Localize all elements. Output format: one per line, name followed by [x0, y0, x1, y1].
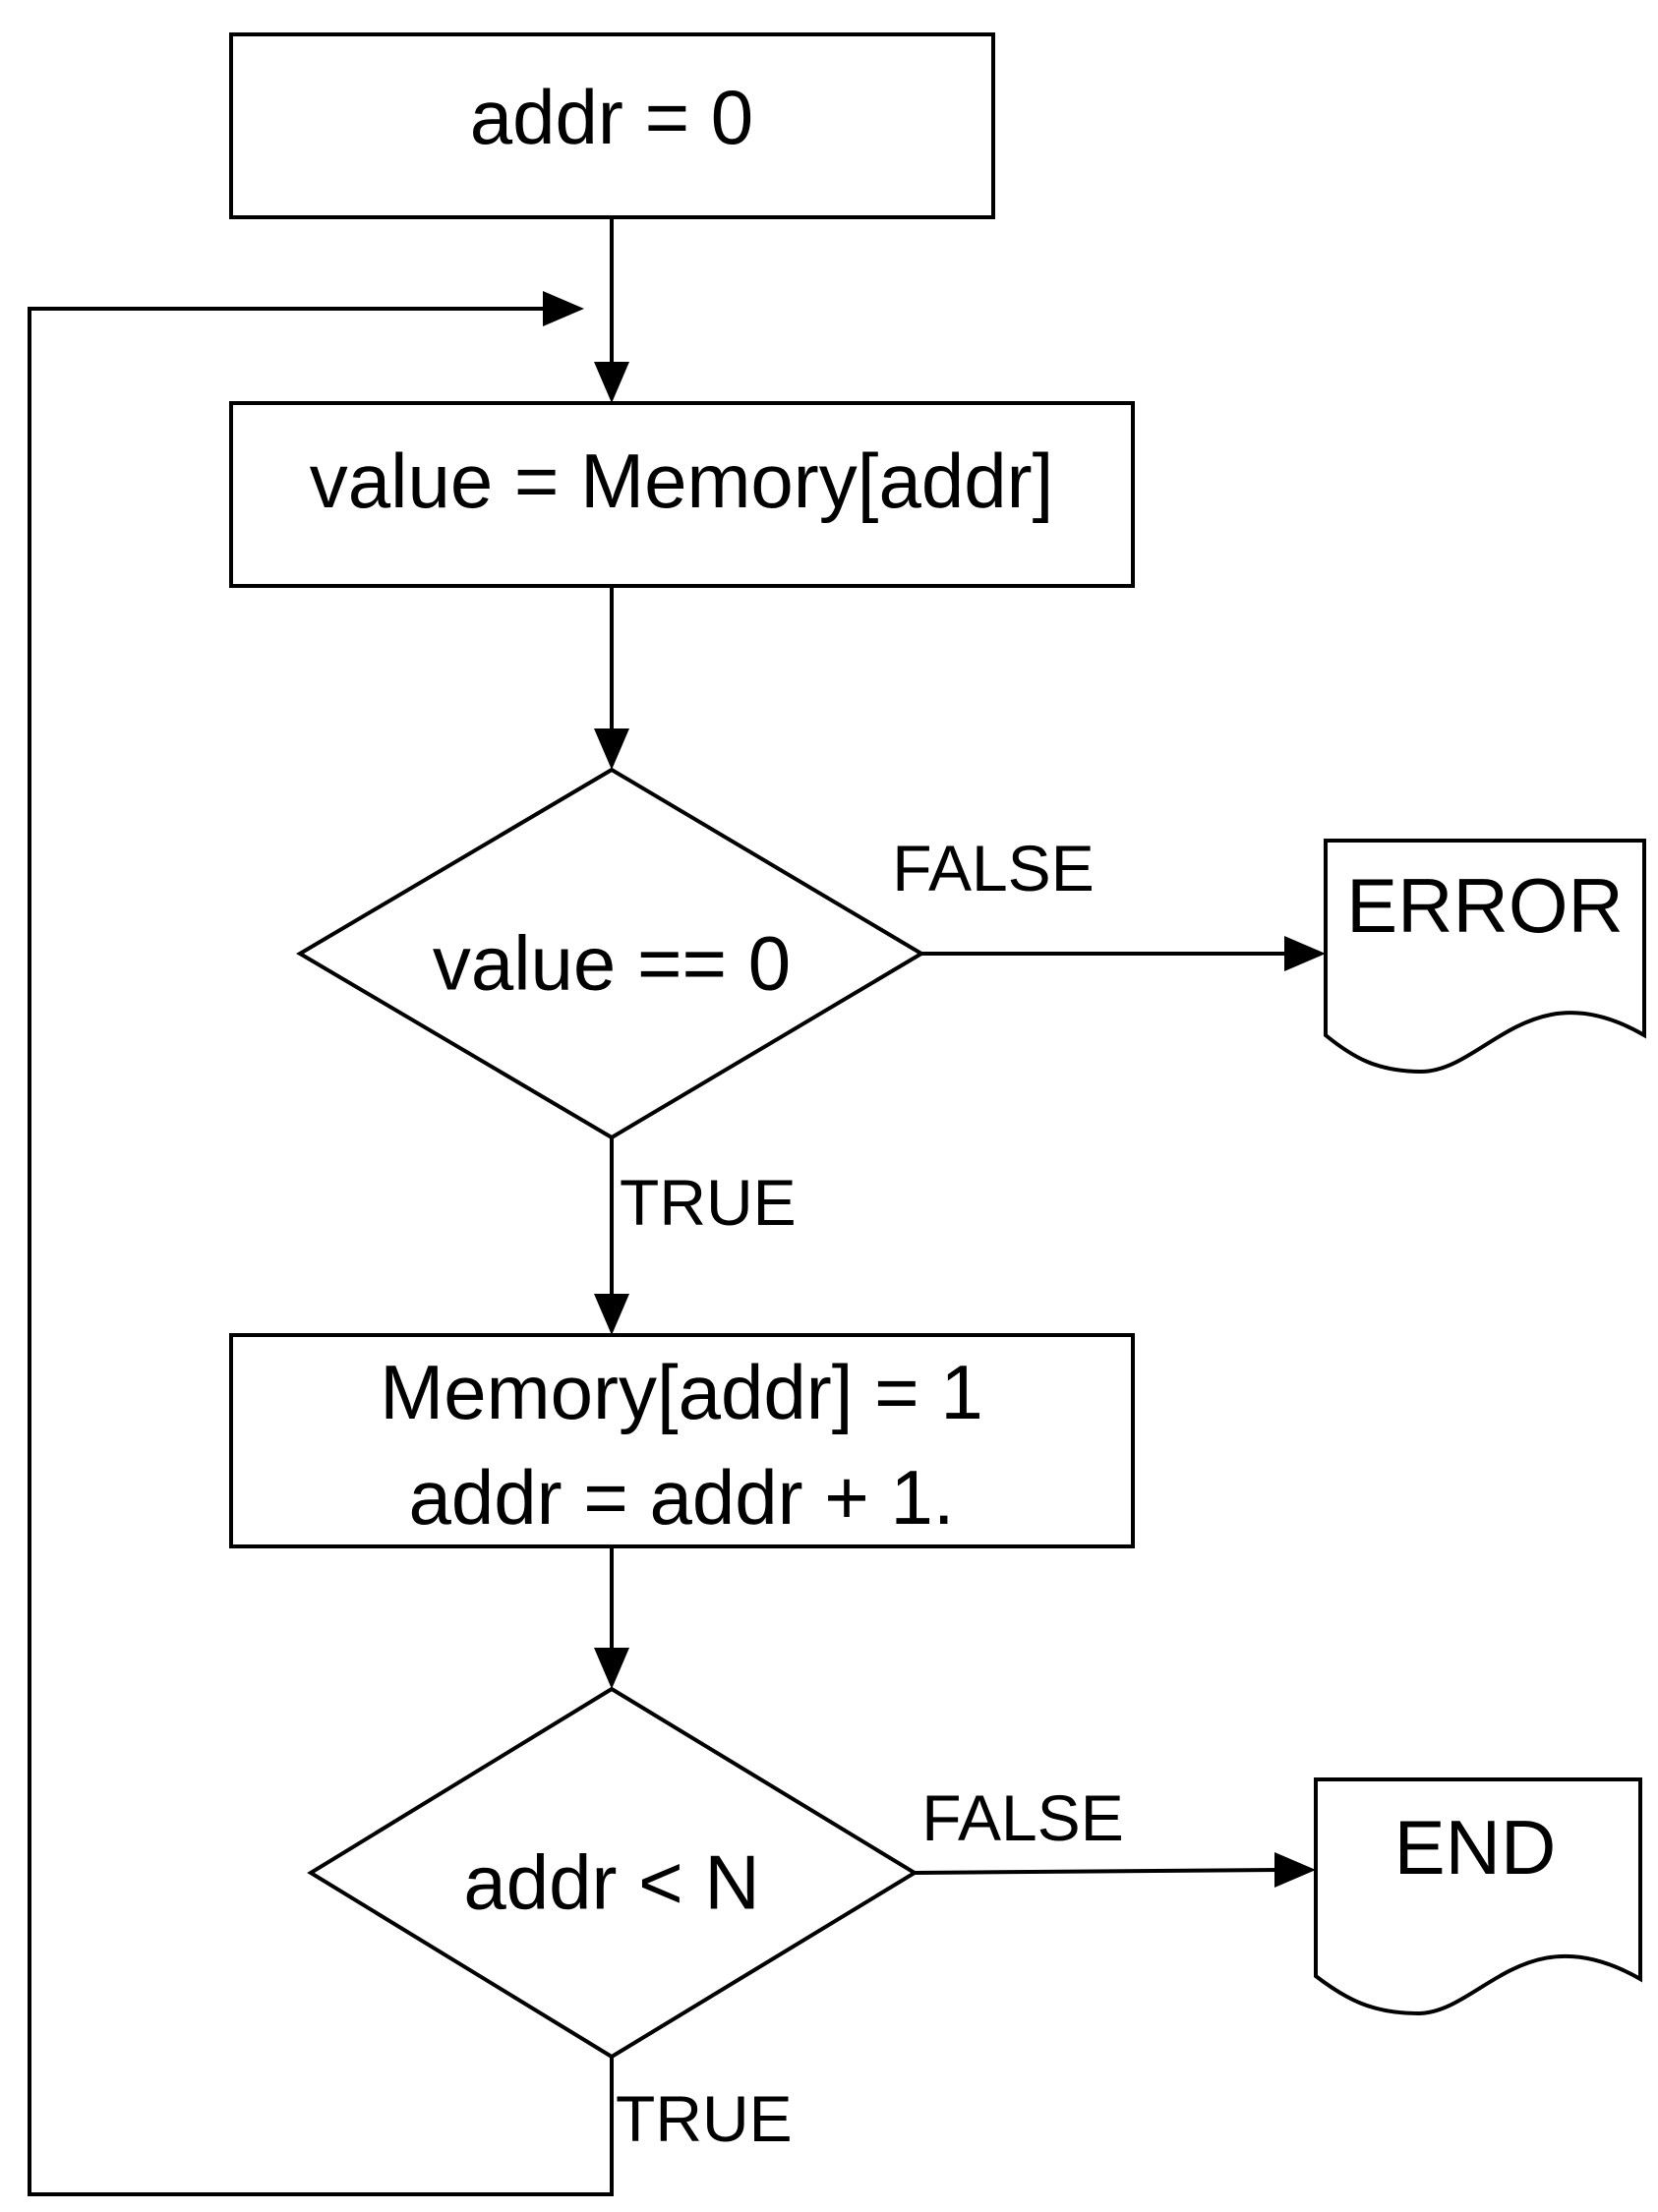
edge-read-to-check-value: [594, 586, 629, 770]
read-box: value = Memory[addr]: [229, 401, 1135, 588]
update-line2: addr = addr + 1.: [408, 1454, 954, 1541]
read-label: value = Memory[addr]: [310, 437, 1054, 524]
check-value-diamond: value == 0: [296, 767, 925, 1140]
value-false-label: FALSE: [892, 832, 1094, 904]
update-box: Memory[addr] = 1 addr = addr + 1.: [229, 1333, 1135, 1548]
addr-false-label: FALSE: [921, 1781, 1123, 1854]
addr-true-label: TRUE: [616, 2082, 793, 2155]
error-label: ERROR: [1346, 862, 1624, 949]
edge-value-true: TRUE: [594, 1137, 797, 1335]
edge-loop-back: [28, 291, 614, 2196]
init-box: addr = 0: [229, 32, 995, 219]
check-addr-label: addr < N: [463, 1839, 759, 1926]
end-label: END: [1394, 1804, 1557, 1891]
update-line1: Memory[addr] = 1: [380, 1349, 982, 1435]
edge-value-false: FALSE: [892, 832, 1326, 971]
error-document: ERROR: [1324, 839, 1646, 1075]
edge-init-to-read: [594, 217, 629, 403]
end-document: END: [1314, 1777, 1642, 2016]
init-label: addr = 0: [470, 74, 753, 160]
check-addr-diamond: addr < N: [307, 1686, 918, 2060]
edge-update-to-check-addr: [594, 1546, 629, 1689]
check-value-label: value == 0: [433, 920, 791, 1007]
value-true-label: TRUE: [620, 1166, 797, 1239]
edge-addr-false: FALSE: [914, 1781, 1316, 1888]
